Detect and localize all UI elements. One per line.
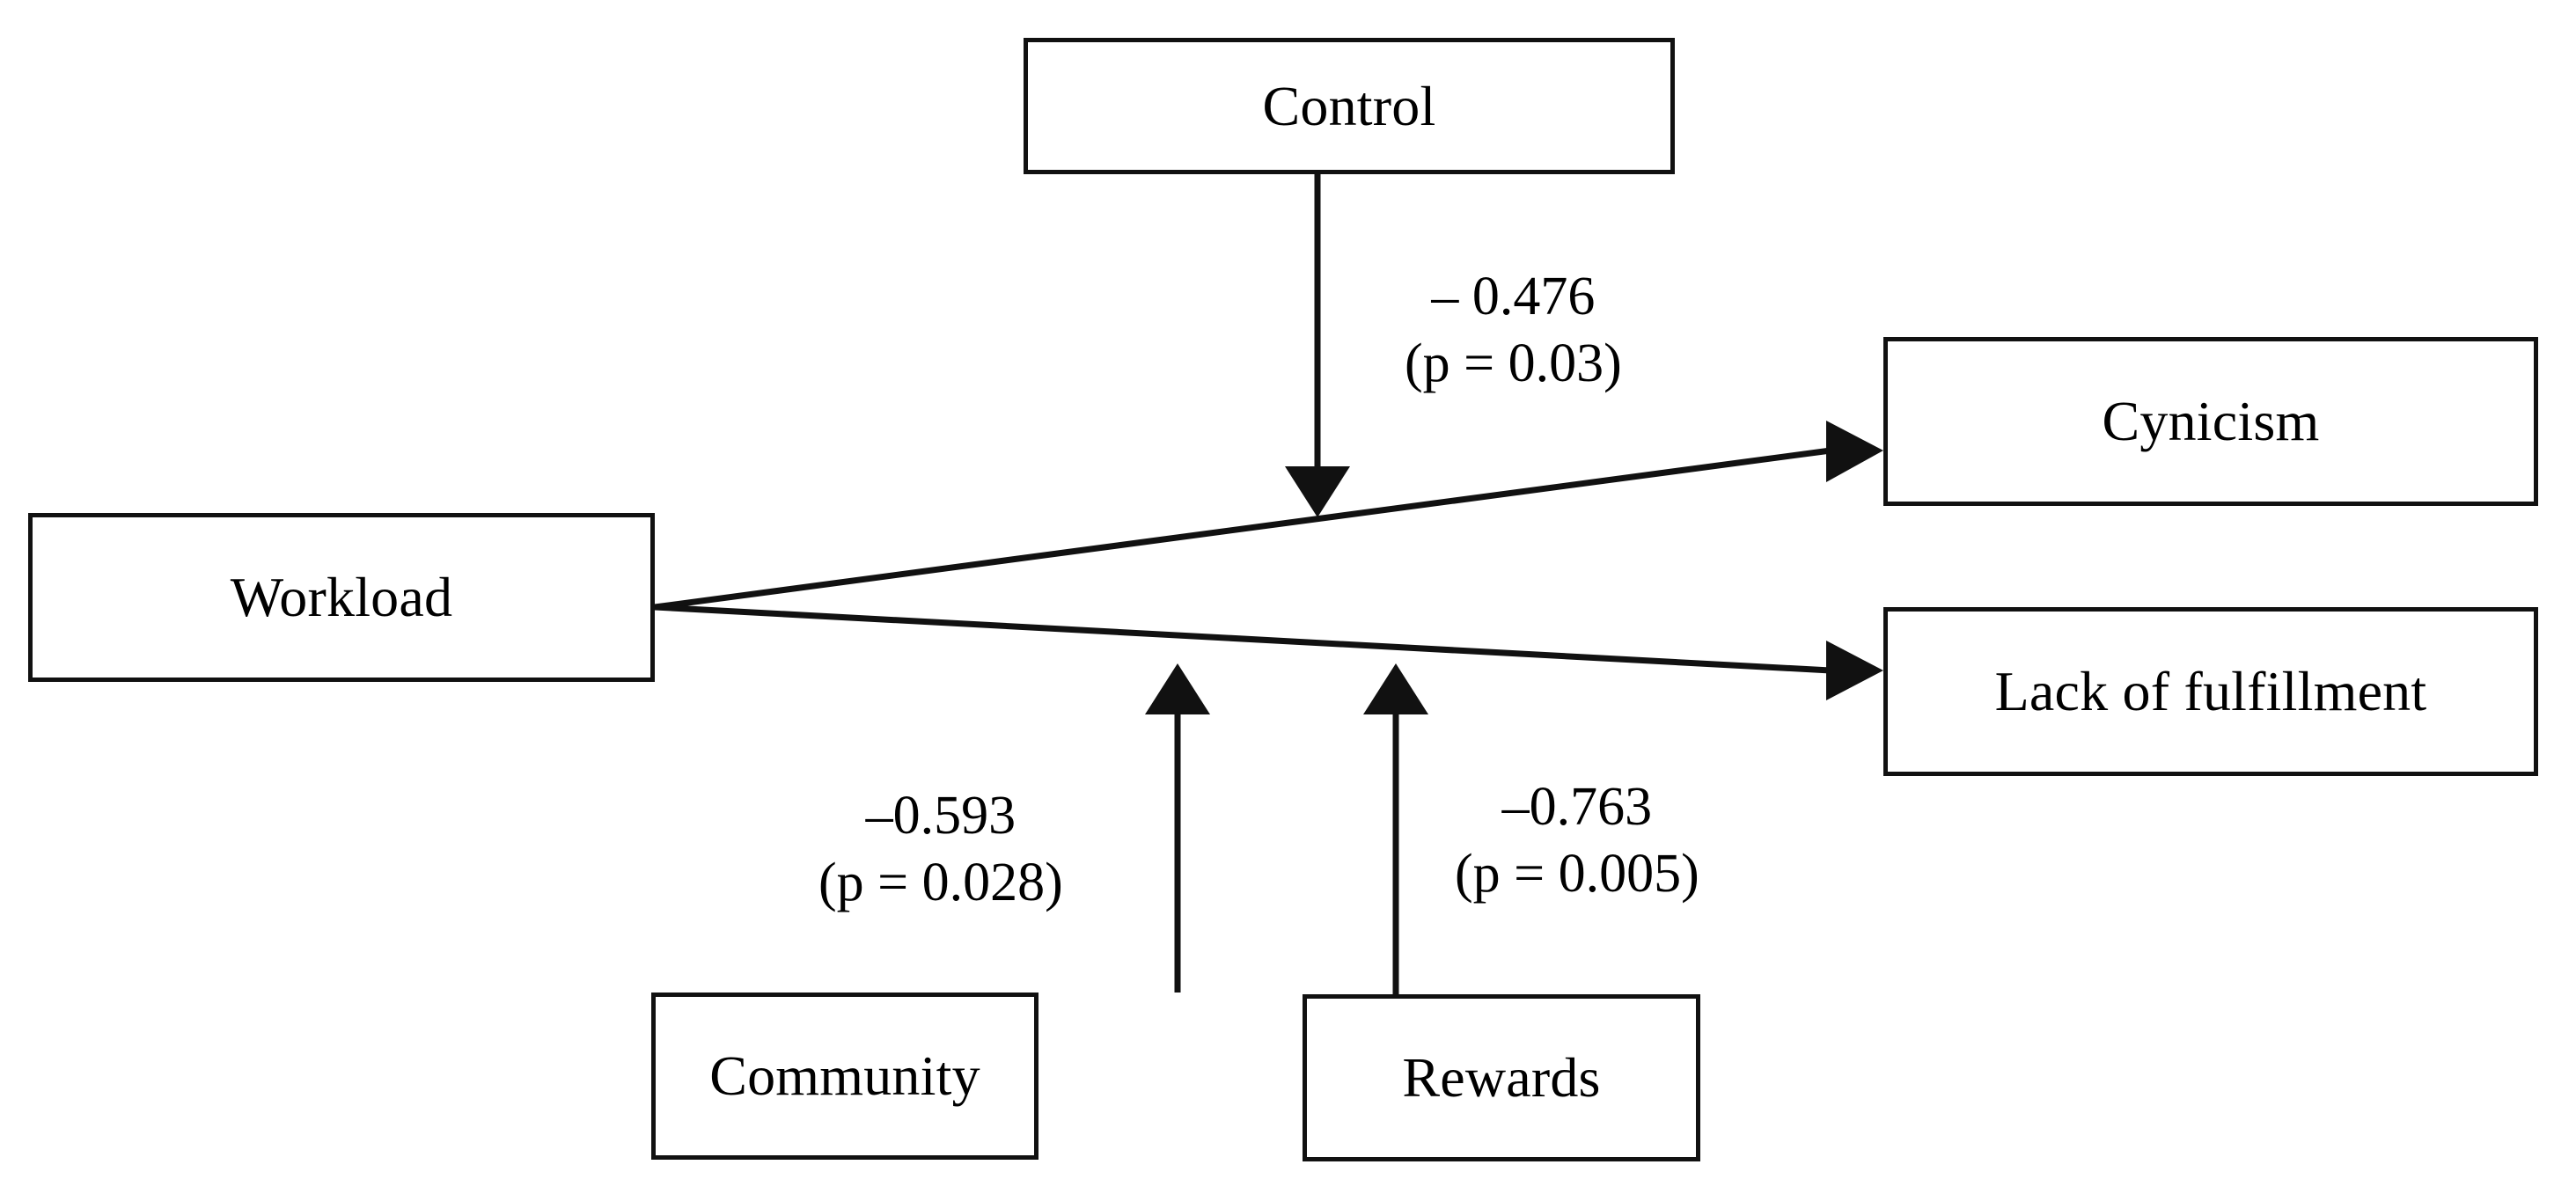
node-cynicism[interactable]: Cynicism: [1883, 337, 2538, 506]
node-community-label: Community: [709, 1044, 980, 1108]
edge-label-rewards: –0.763 (p = 0.005): [1455, 774, 1699, 907]
node-community[interactable]: Community: [651, 993, 1038, 1160]
edge-workload-cynicism: [654, 421, 1883, 611]
edge-label-control: – 0.476 (p = 0.03): [1405, 264, 1622, 397]
edge-coefficient-community: –0.593: [865, 786, 1016, 846]
edge-pvalue-community: (p = 0.028): [818, 852, 1063, 912]
edge-community-up: [1145, 663, 1210, 993]
edge-label-community: –0.593 (p = 0.028): [818, 783, 1063, 916]
edge-rewards-up: [1363, 663, 1428, 994]
node-lack-of-fulfillment-label: Lack of fulfillment: [1994, 660, 2427, 723]
edge-workload-lack: [654, 604, 1883, 700]
node-workload-label: Workload: [230, 566, 453, 629]
edge-coefficient-control: – 0.476: [1431, 267, 1596, 326]
node-rewards[interactable]: Rewards: [1303, 994, 1700, 1161]
node-lack-of-fulfillment[interactable]: Lack of fulfillment: [1883, 607, 2538, 776]
edge-control-down: [1285, 174, 1350, 517]
edge-pvalue-control: (p = 0.03): [1405, 333, 1622, 393]
edge-pvalue-rewards: (p = 0.005): [1455, 843, 1699, 904]
node-cynicism-label: Cynicism: [2102, 390, 2320, 453]
node-workload[interactable]: Workload: [28, 513, 655, 682]
edge-coefficient-rewards: –0.763: [1501, 777, 1653, 837]
node-control-label: Control: [1262, 74, 1436, 137]
node-rewards-label: Rewards: [1402, 1046, 1601, 1110]
node-control[interactable]: Control: [1024, 38, 1675, 174]
